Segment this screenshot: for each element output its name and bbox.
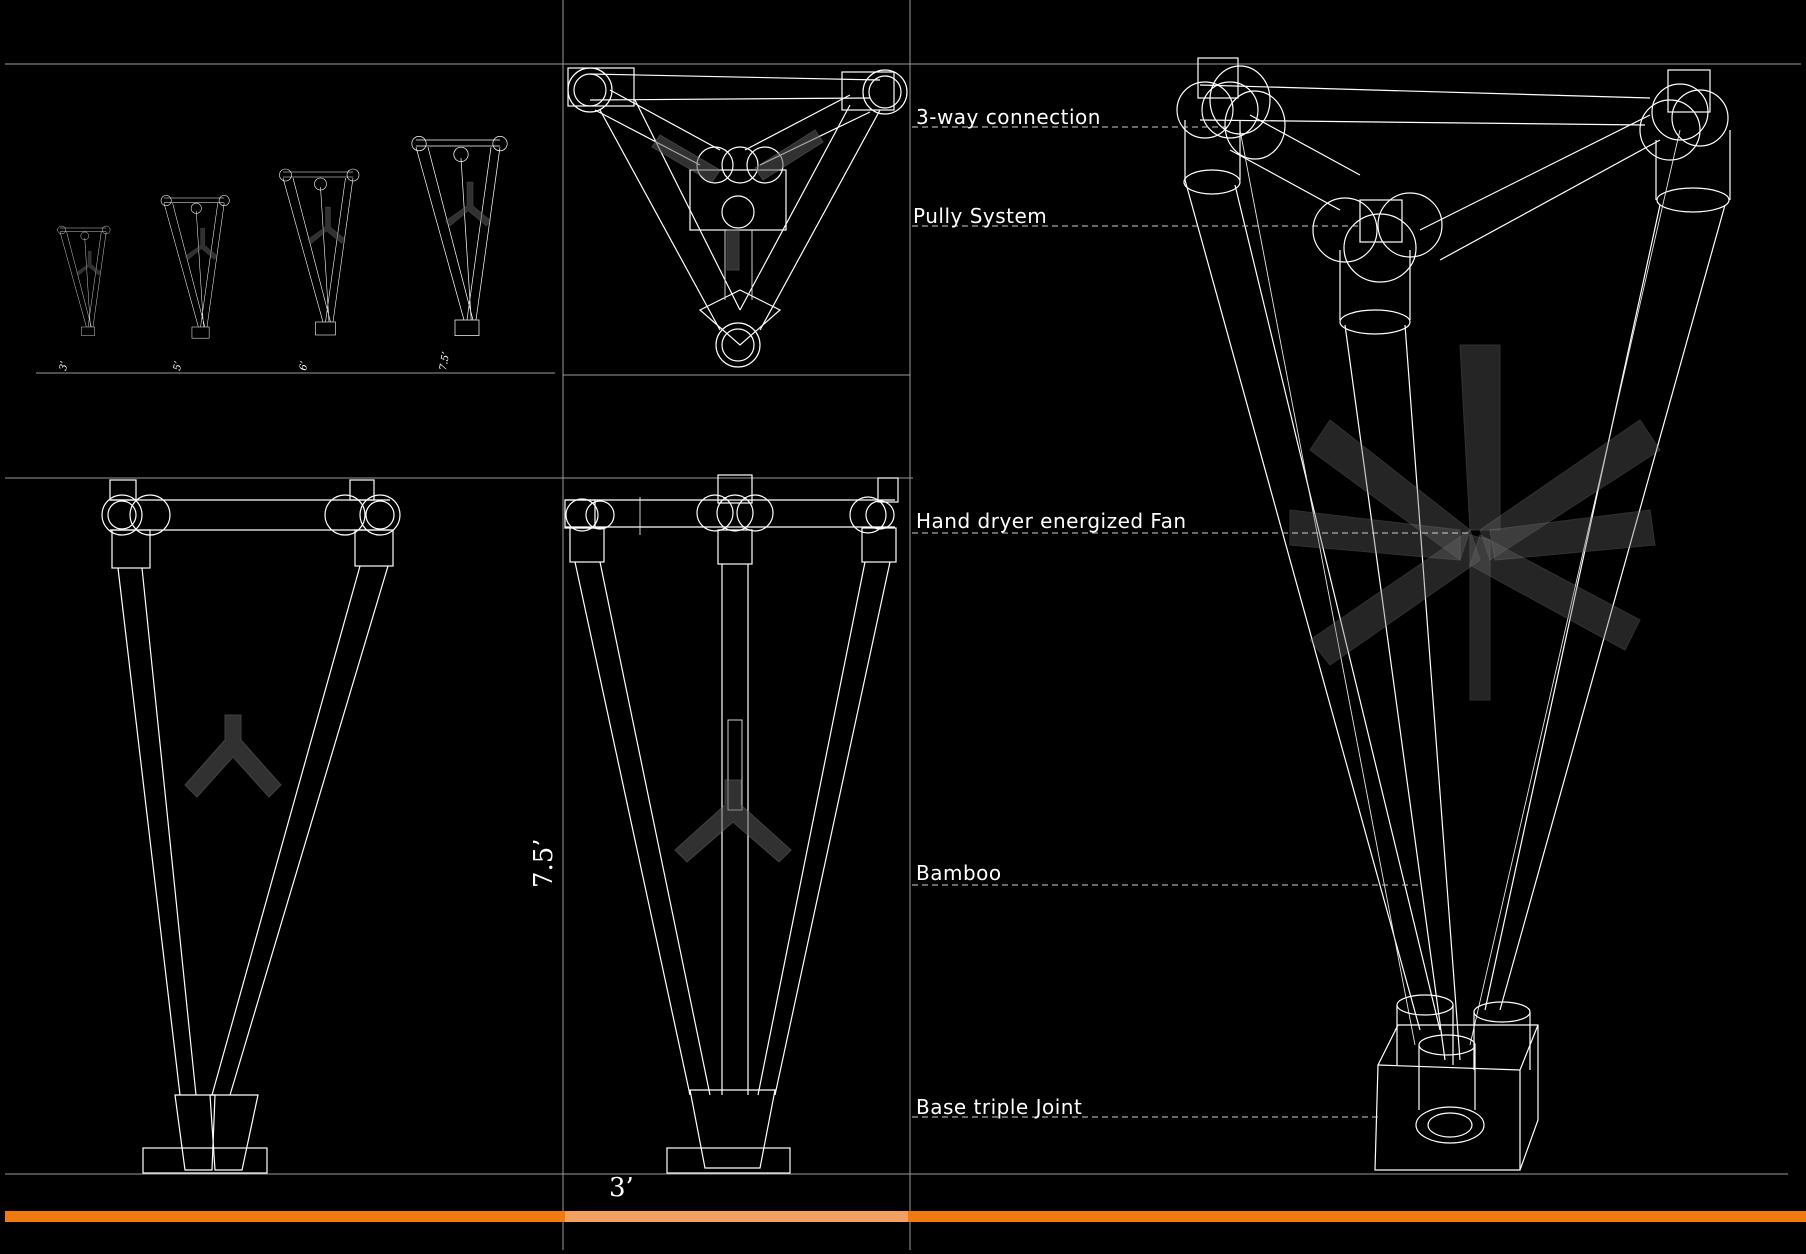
perspective-view bbox=[1176, 57, 1731, 1171]
callout-bamboo: Bamboo bbox=[916, 861, 1002, 885]
callout-three-way-connection: 3-way connection bbox=[916, 105, 1101, 129]
scale-label-6ft: 6’ bbox=[298, 360, 310, 371]
accent-bar bbox=[5, 1211, 1806, 1222]
scale-model-7-5ft bbox=[411, 136, 508, 336]
callout-pulley-system: Pully System bbox=[913, 204, 1047, 228]
scale-model-3ft bbox=[57, 225, 111, 336]
scale-label-5ft: 5’ bbox=[172, 360, 184, 371]
accent-bar-highlight bbox=[565, 1211, 908, 1222]
callout-base-triple-joint: Base triple Joint bbox=[916, 1095, 1082, 1119]
scale-studies: 3’ 5’ 6’ 7.5’ bbox=[57, 136, 508, 372]
callouts: 3-way connection Pully System Hand dryer… bbox=[912, 105, 1470, 1119]
panel-grid bbox=[5, 0, 1801, 1250]
side-elevation bbox=[564, 474, 899, 1174]
scale-label-3ft: 3’ bbox=[58, 360, 70, 371]
callout-fan: Hand dryer energized Fan bbox=[916, 509, 1187, 533]
scale-model-6ft bbox=[279, 168, 360, 336]
height-dimension: 7.5’ bbox=[529, 838, 559, 888]
front-elevation bbox=[101, 479, 401, 1174]
scale-model-5ft bbox=[160, 195, 230, 339]
scale-label-7-5ft: 7.5’ bbox=[438, 351, 452, 372]
plan-view bbox=[567, 67, 908, 368]
width-dimension: 3’ bbox=[609, 1173, 634, 1203]
fan-blades bbox=[1289, 344, 1661, 701]
